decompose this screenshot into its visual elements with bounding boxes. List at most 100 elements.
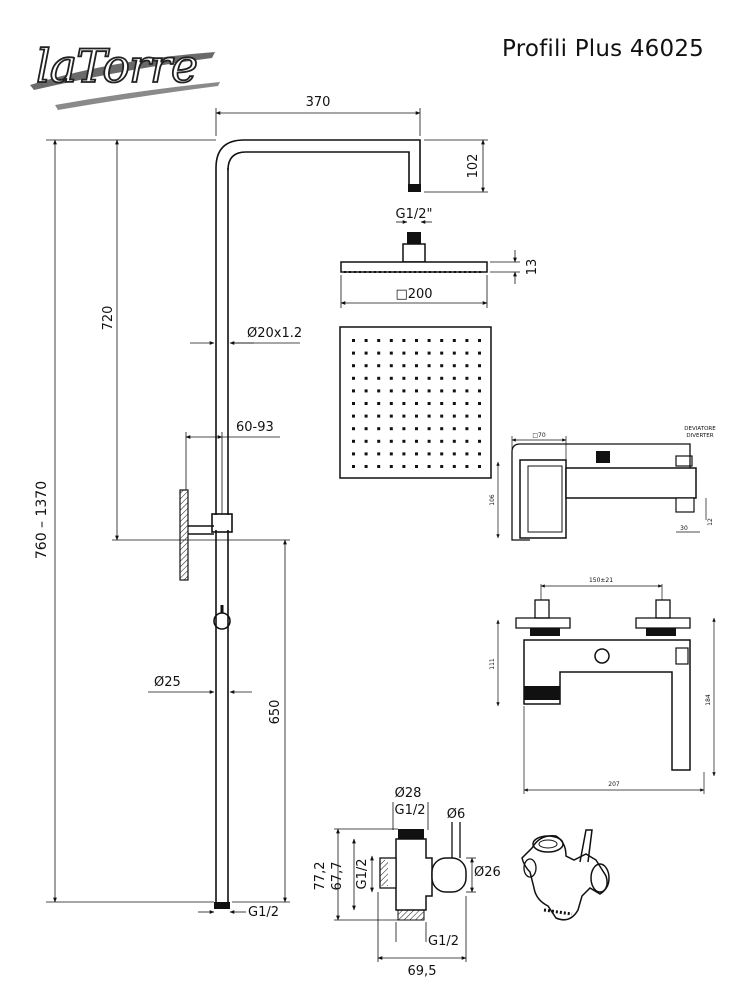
nozzle-dot bbox=[352, 389, 355, 393]
nozzle-dot bbox=[452, 439, 456, 443]
nozzle-dot bbox=[427, 427, 431, 431]
nozzle-dot bbox=[352, 402, 355, 405]
nozzle-dot bbox=[389, 402, 393, 405]
nozzle-dot bbox=[402, 439, 406, 443]
dim-total-height: 760 – 1370 bbox=[34, 139, 216, 903]
nozzle-dot bbox=[364, 364, 368, 368]
nozzle-dot bbox=[402, 465, 406, 468]
nozzle-dot bbox=[465, 414, 469, 418]
nozzle-dot bbox=[415, 465, 418, 468]
spout-drop-label: 12 bbox=[707, 518, 714, 526]
diverter-side-thread-label: G1/2 bbox=[355, 859, 370, 890]
nozzle-dot bbox=[427, 389, 431, 393]
nozzle-grid bbox=[352, 339, 481, 468]
nozzle-dot bbox=[415, 427, 418, 431]
mixer-front-view: 150±21 111 184 207 bbox=[489, 577, 716, 794]
nozzle-dot bbox=[364, 439, 368, 443]
nozzle-dot bbox=[440, 402, 444, 405]
nozzle-dot bbox=[364, 351, 368, 355]
dim-102-label: 102 bbox=[466, 154, 481, 179]
diverter-label-it: DEVIATORE bbox=[684, 426, 716, 432]
nozzle-dot bbox=[440, 364, 444, 368]
nozzle-dot bbox=[377, 351, 381, 355]
nozzle-dot bbox=[402, 389, 406, 393]
nozzle-dot bbox=[364, 389, 368, 393]
nozzle-dot bbox=[478, 414, 481, 418]
mixer-total-height-label: 184 bbox=[705, 694, 712, 706]
shower-column-drawing bbox=[179, 139, 421, 909]
mixer-side-view: □70 DEVIATORE DIVERTER 106 12 30 bbox=[489, 426, 716, 541]
diverter-inner-height-label: 67,7 bbox=[330, 862, 345, 891]
nozzle-dot bbox=[427, 452, 431, 456]
nozzle-dot bbox=[377, 376, 381, 380]
nozzle-dot bbox=[452, 376, 456, 380]
nozzle-dot bbox=[452, 364, 456, 368]
nozzle-dot bbox=[465, 376, 469, 380]
dim-tube-diameter-label: Ø20x1.2 bbox=[247, 326, 302, 341]
head-shower-side-view: G1/2" 13 □200 bbox=[340, 207, 540, 308]
nozzle-dot bbox=[440, 339, 444, 342]
nozzle-dot bbox=[478, 339, 481, 342]
nozzle-dot bbox=[377, 339, 381, 342]
nozzle-dot bbox=[440, 465, 444, 468]
nozzle-dot bbox=[478, 465, 481, 468]
nozzle-dot bbox=[364, 339, 368, 342]
diverter-label-en: DIVERTER bbox=[686, 433, 713, 439]
nozzle-dot bbox=[389, 364, 393, 368]
diverter-top-thread-label: G1/2 bbox=[395, 803, 426, 818]
mixer-total-length-label: 207 bbox=[608, 781, 620, 788]
nozzle-dot bbox=[402, 402, 406, 405]
nozzle-dot bbox=[364, 465, 368, 468]
dim-lower-tube-diameter: Ø25 bbox=[148, 675, 252, 694]
nozzle-dot bbox=[427, 364, 431, 368]
nozzle-dot bbox=[427, 376, 431, 380]
nozzle-dot bbox=[427, 351, 431, 355]
dim-lower-tube-length: 650 bbox=[232, 539, 290, 903]
head-thickness-label: 13 bbox=[525, 259, 540, 276]
nozzle-dot bbox=[465, 351, 469, 355]
nozzle-dot bbox=[427, 465, 431, 468]
nozzle-dot bbox=[402, 427, 406, 431]
brand-logo-text: laTorre bbox=[36, 39, 197, 93]
nozzle-dot bbox=[465, 465, 469, 468]
dim-arm-length: 370 bbox=[215, 95, 421, 136]
nozzle-dot bbox=[478, 376, 481, 380]
diverter-outer-height-label: 77,2 bbox=[313, 862, 328, 891]
nozzle-dot bbox=[352, 452, 355, 456]
nozzle-dot bbox=[389, 339, 393, 342]
nozzle-dot bbox=[377, 414, 381, 418]
nozzle-dot bbox=[364, 414, 368, 418]
nozzle-dot bbox=[427, 402, 431, 405]
nozzle-dot bbox=[478, 427, 481, 431]
nozzle-dot bbox=[465, 339, 469, 342]
nozzle-dot bbox=[352, 339, 355, 342]
dim-60-93-label: 60-93 bbox=[236, 420, 274, 435]
dim-370-label: 370 bbox=[306, 95, 331, 110]
nozzle-dot bbox=[452, 465, 456, 468]
nozzle-dot bbox=[352, 376, 355, 380]
nozzle-dot bbox=[440, 376, 444, 380]
nozzle-dot bbox=[415, 414, 418, 418]
nozzle-dot bbox=[389, 414, 393, 418]
head-size-label: □200 bbox=[395, 287, 432, 302]
nozzle-dot bbox=[415, 364, 418, 368]
nozzle-dot bbox=[352, 414, 355, 418]
nozzle-dot bbox=[452, 452, 456, 456]
diverter-pin-label: Ø6 bbox=[447, 807, 466, 822]
nozzle-dot bbox=[452, 414, 456, 418]
nozzle-dot bbox=[440, 452, 444, 456]
nozzle-dot bbox=[364, 402, 368, 405]
nozzle-dot bbox=[440, 351, 444, 355]
nozzle-dot bbox=[389, 351, 393, 355]
nozzle-dot bbox=[352, 364, 355, 368]
nozzle-dot bbox=[364, 376, 368, 380]
nozzle-dot bbox=[427, 339, 431, 342]
nozzle-dot bbox=[364, 427, 368, 431]
dim-tube-diameter: Ø20x1.2 bbox=[190, 326, 302, 345]
nozzle-dot bbox=[352, 439, 355, 443]
nozzle-dot bbox=[377, 439, 381, 443]
nozzle-dot bbox=[402, 351, 406, 355]
dim-650-label: 650 bbox=[268, 700, 283, 725]
nozzle-dot bbox=[389, 452, 393, 456]
spout-width-label: 30 bbox=[680, 525, 688, 532]
